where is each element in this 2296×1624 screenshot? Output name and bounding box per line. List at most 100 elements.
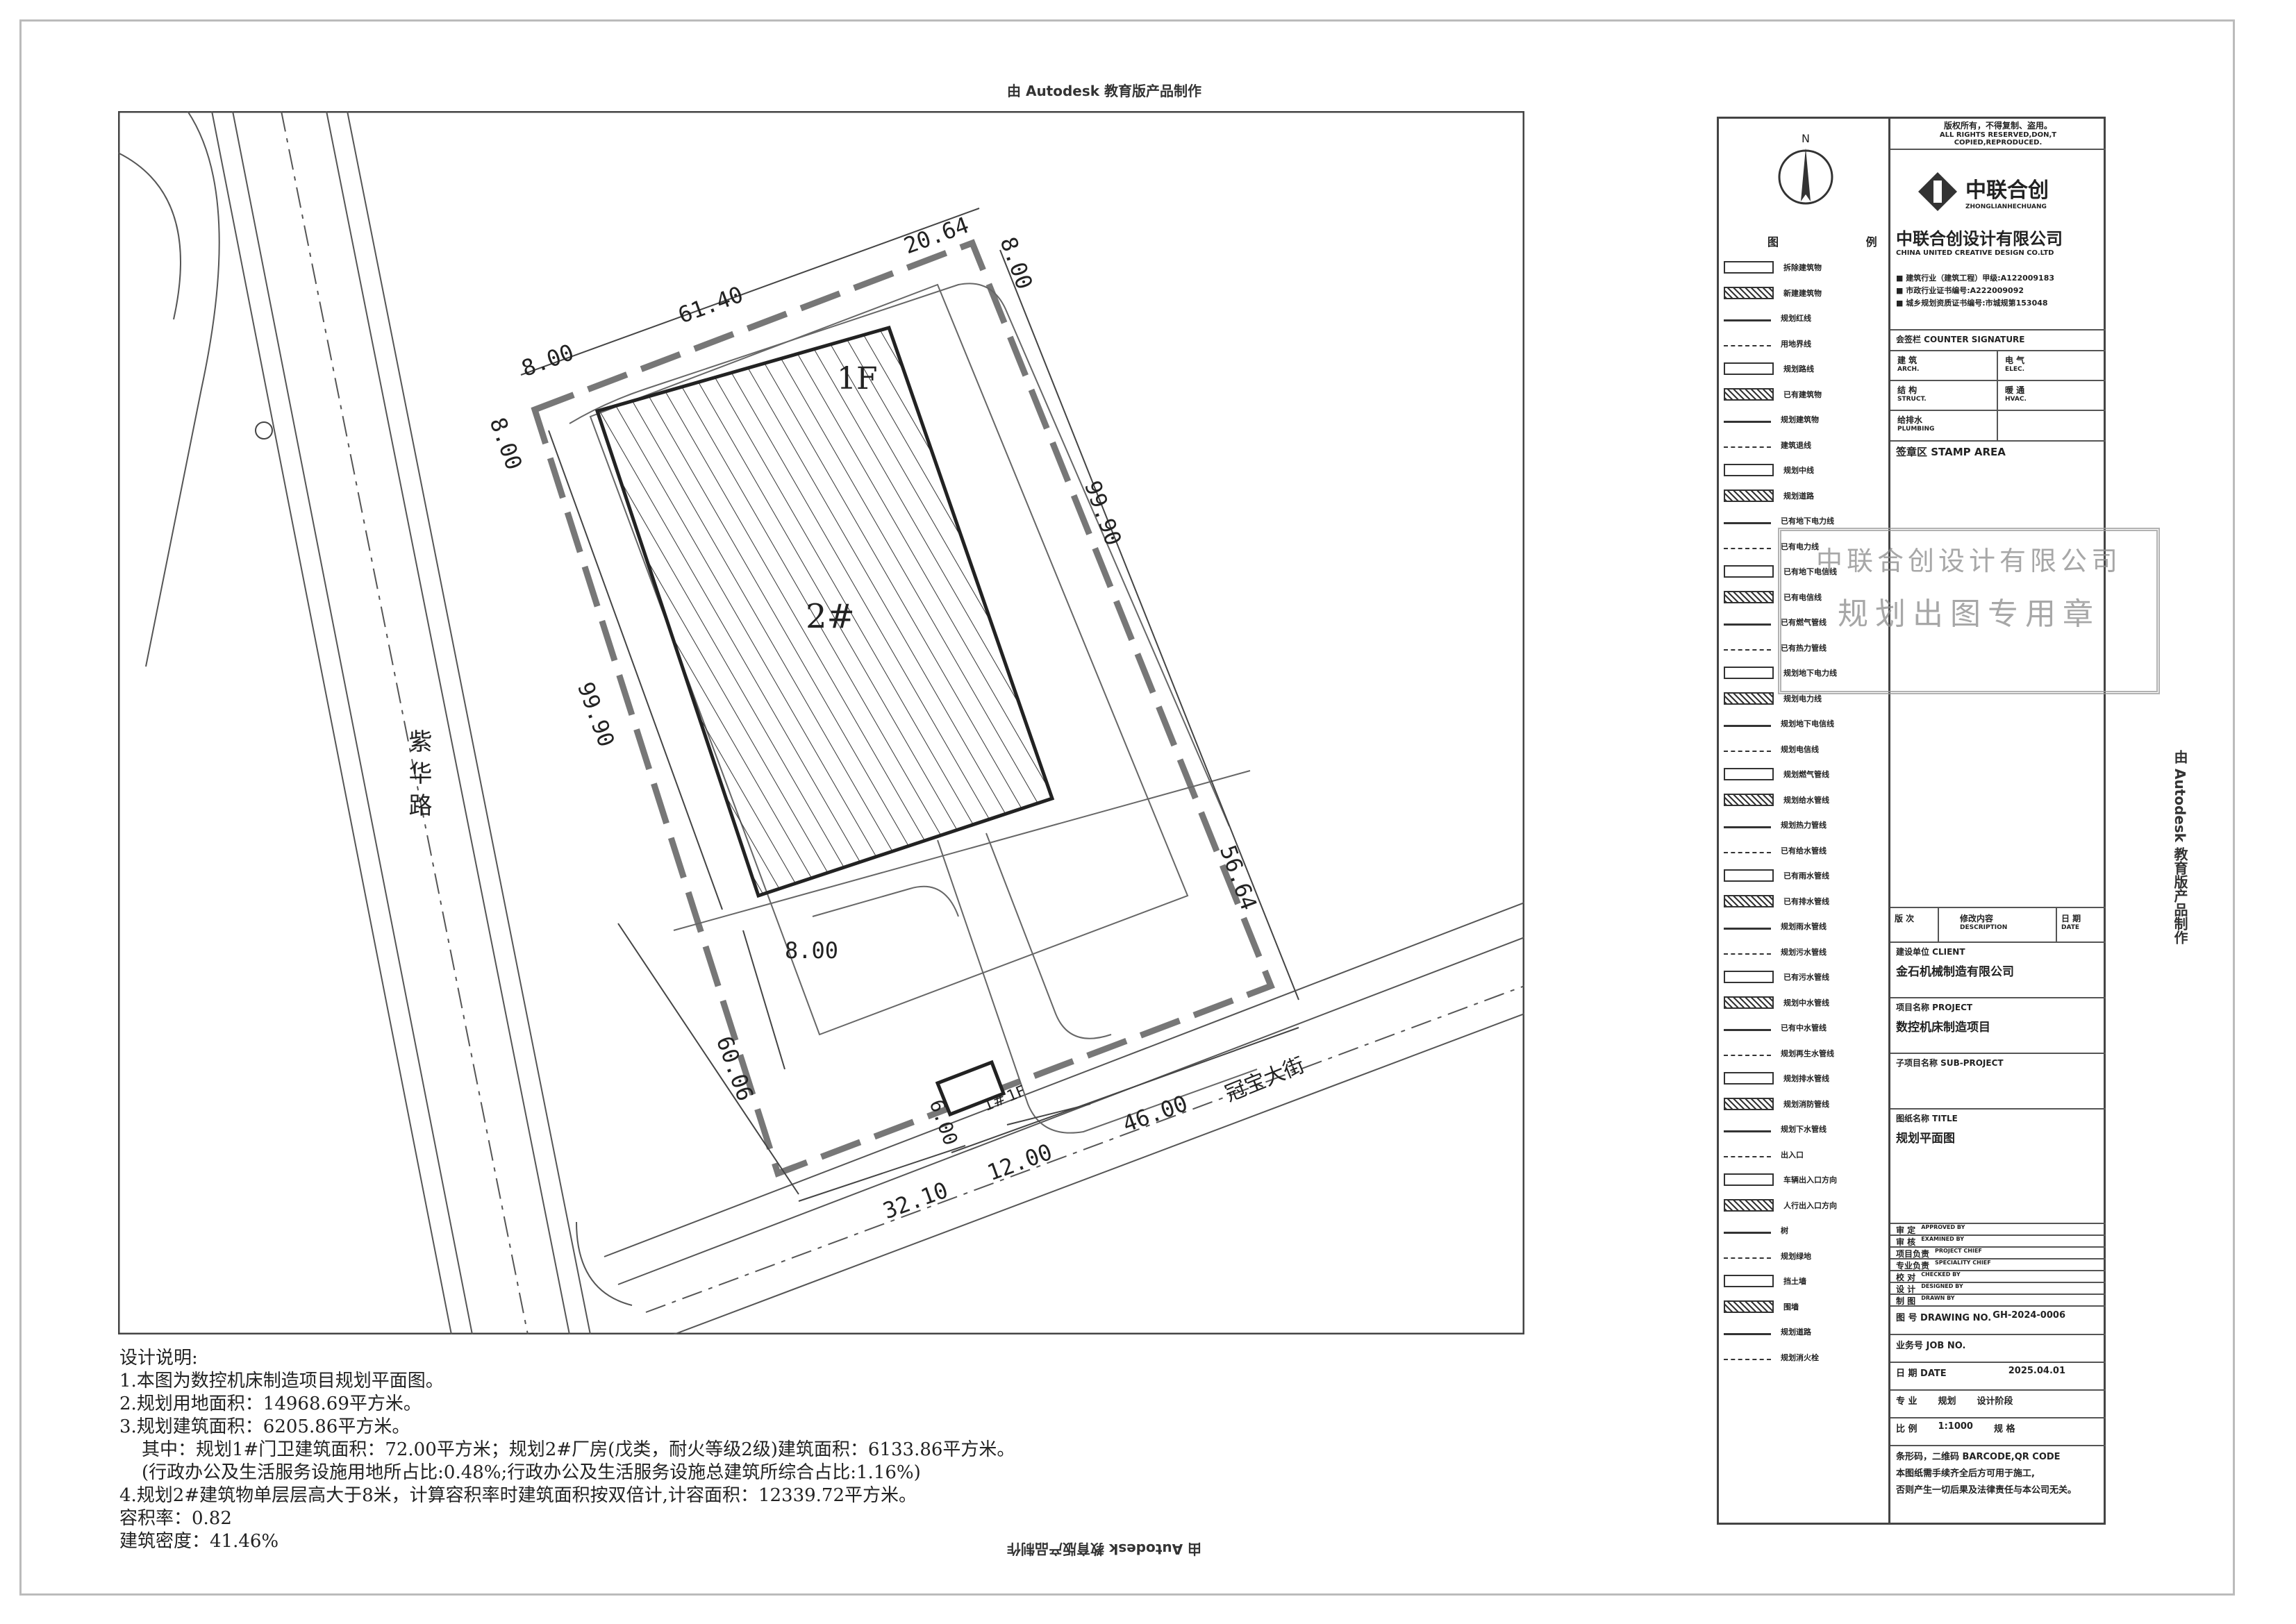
notes-line-8: 建筑密度：41.46% bbox=[119, 1531, 279, 1552]
date-value: 2025.04.01 bbox=[2008, 1366, 2065, 1376]
legend-symbol-icon bbox=[1724, 1300, 1774, 1313]
legend-item: 已有排水管线 bbox=[1724, 891, 1883, 912]
stamp-area-label: 签章区 STAMP AREA bbox=[1890, 442, 2106, 908]
rights-cell: 版权所有，不得复制、盗用。 ALL RIGHTS RESERVED,DON,T … bbox=[1890, 117, 2106, 150]
role-cn: 专业负责 bbox=[1896, 1261, 1930, 1271]
role-en: DESIGNED BY bbox=[1921, 1283, 1963, 1289]
client-name: 金石机械制造有限公司 bbox=[1896, 965, 2014, 979]
sig-hvac: 暖 通 bbox=[2005, 385, 2025, 395]
date-label: 日 期 DATE bbox=[1896, 1368, 1947, 1379]
legend-item: 规划燃气管线 bbox=[1724, 764, 1883, 785]
sheet-border bbox=[19, 19, 2235, 1596]
qualification-2: ■ 市政行业证书编号:A222009092 bbox=[1896, 286, 2024, 295]
legend-item: 规划中线 bbox=[1724, 460, 1883, 480]
title-block bbox=[1717, 117, 2106, 1525]
legend-symbol-icon bbox=[1724, 1055, 1771, 1056]
legend-item: 规划路线 bbox=[1724, 358, 1883, 379]
legend-label: 已有热力管线 bbox=[1781, 643, 1827, 653]
role-cn: 制 图 bbox=[1896, 1296, 1916, 1306]
client-label: 建设单位 CLIENT bbox=[1896, 947, 1965, 957]
legend-item: 规划消火栓 bbox=[1724, 1347, 1883, 1368]
legend-symbol-icon bbox=[1724, 649, 1771, 651]
legend-label: 规划中线 bbox=[1783, 466, 1814, 475]
rev-date: 日 期 bbox=[2061, 914, 2081, 923]
discipline-row: 专 业 规划 设计阶段 bbox=[1890, 1391, 2106, 1418]
sig-elec-en: ELEC. bbox=[2005, 366, 2025, 373]
legend-label: 规划给水管线 bbox=[1783, 795, 1829, 805]
north-arrow-icon bbox=[1778, 148, 1833, 205]
legend-item: 已有燃气管线 bbox=[1724, 612, 1883, 633]
legend-item: 规划电力线 bbox=[1724, 688, 1883, 709]
qualification-1: ■ 建筑行业（建筑工程）甲级:A122009183 bbox=[1896, 274, 2055, 283]
drawing-no-row: 图 号 DRAWING NO. GH-2024-0006 bbox=[1890, 1307, 2106, 1335]
legend-label: 规划污水管线 bbox=[1781, 947, 1827, 957]
legend-symbol-icon bbox=[1724, 996, 1774, 1009]
legend-symbol-icon bbox=[1724, 489, 1774, 502]
role-en: EXAMINED BY bbox=[1921, 1236, 1964, 1242]
rev-desc: 修改内容 bbox=[1960, 914, 1994, 923]
legend-symbol-icon bbox=[1724, 1359, 1771, 1360]
legend-label: 已有污水管线 bbox=[1783, 973, 1829, 982]
legend-item: 已有污水管线 bbox=[1724, 966, 1883, 987]
qualification-3: ■ 城乡规划资质证书编号:市城规第153048 bbox=[1896, 299, 2048, 308]
legend-symbol-icon bbox=[1724, 1333, 1771, 1335]
legend-symbol-icon bbox=[1724, 522, 1771, 524]
client-cell: 建设单位 CLIENT 金石机械制造有限公司 bbox=[1890, 943, 2106, 998]
plan-frame bbox=[118, 111, 1524, 1334]
sig-hvac-en: HVAC. bbox=[2005, 396, 2027, 403]
notes-title: 设计说明: bbox=[119, 1348, 198, 1368]
legend-item: 规划中水管线 bbox=[1724, 992, 1883, 1013]
rights-en: ALL RIGHTS RESERVED,DON,T COPIED,REPRODU… bbox=[1939, 131, 2057, 147]
logo-en: ZHONGLIANHECHUANG bbox=[1965, 203, 2047, 210]
legend-item: 建筑退线 bbox=[1724, 435, 1883, 455]
legend-symbol-icon bbox=[1724, 421, 1771, 423]
legend-symbol-icon bbox=[1724, 1198, 1774, 1212]
notes-line-2: 2.规划用地面积：14968.69平方米。 bbox=[119, 1393, 422, 1414]
legend-item: 规划雨水管线 bbox=[1724, 916, 1883, 937]
legend-symbol-icon bbox=[1724, 953, 1771, 955]
building-2-label: 2# bbox=[806, 597, 855, 636]
legend-label: 出入口 bbox=[1781, 1150, 1804, 1160]
legend-label: 规划消防管线 bbox=[1783, 1099, 1829, 1109]
legend-symbol-icon bbox=[1724, 565, 1774, 578]
drawing-no: GH-2024-0006 bbox=[1993, 1310, 2065, 1321]
notes-line-4: 其中：规划1#门卫建筑面积：72.00平方米；规划2#厂房(戊类，耐火等级2级)… bbox=[142, 1439, 1015, 1460]
legend-item: 已有雨水管线 bbox=[1724, 865, 1883, 886]
legend-item: 规划建筑物 bbox=[1724, 409, 1883, 430]
legend-item: 规划排水管线 bbox=[1724, 1068, 1883, 1089]
legend-label: 围墙 bbox=[1783, 1302, 1799, 1312]
legend-label: 规划再生水管线 bbox=[1781, 1048, 1834, 1058]
legend-symbol-icon bbox=[1724, 869, 1774, 882]
legend-label: 规划道路 bbox=[1783, 491, 1814, 501]
rev-no: 版 次 bbox=[1890, 908, 1939, 941]
role-en: APPROVED BY bbox=[1921, 1224, 1965, 1230]
legend-label: 已有中水管线 bbox=[1781, 1023, 1827, 1032]
legend-label: 树 bbox=[1781, 1226, 1788, 1235]
survey-marker bbox=[255, 421, 273, 440]
drawing-title: 规划平面图 bbox=[1896, 1132, 1955, 1146]
legend-label: 用地界线 bbox=[1781, 339, 1811, 349]
legend-label: 规划电信线 bbox=[1781, 744, 1819, 754]
company-en: CHINA UNITED CREATIVE DESIGN CO.LTD bbox=[1896, 249, 2054, 257]
sig-plumb-en: PLUMBING bbox=[1897, 426, 1935, 433]
legend-item: 已有中水管线 bbox=[1724, 1017, 1883, 1038]
legend-label: 已有燃气管线 bbox=[1781, 618, 1827, 627]
role-cn: 校 对 bbox=[1896, 1273, 1916, 1282]
legend-item: 人行出入口方向 bbox=[1724, 1195, 1883, 1216]
legend-item: 出入口 bbox=[1724, 1144, 1883, 1165]
legend-label: 规划建筑物 bbox=[1781, 415, 1819, 424]
internal-road bbox=[569, 283, 1258, 1134]
side-watermark-note: 由 Autodesk 教育版产品制作 bbox=[2172, 750, 2188, 945]
legend-symbol-icon bbox=[1724, 362, 1774, 375]
legend-label: 规划电力线 bbox=[1783, 694, 1822, 703]
legend-symbol-icon bbox=[1724, 1173, 1774, 1186]
sig-arch-en: ARCH. bbox=[1897, 366, 1920, 373]
subproject-cell: 子项目名称 SUB-PROJECT bbox=[1890, 1054, 2106, 1110]
legend-item: 规划电信线 bbox=[1724, 739, 1883, 760]
sig-struct-en: STRUCT. bbox=[1897, 396, 1927, 403]
stamp-line-1: 中联合创设计有限公司 bbox=[1815, 546, 2122, 576]
